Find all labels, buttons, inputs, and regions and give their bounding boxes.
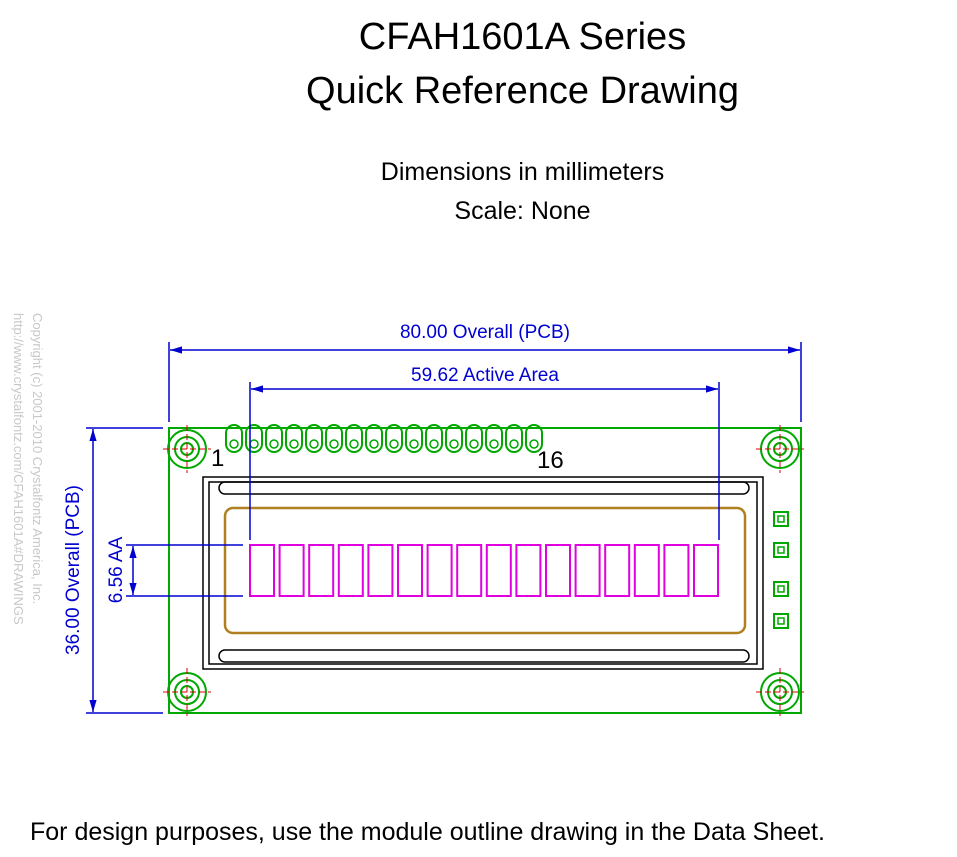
active-area-label: 59.62 Active Area [411,365,559,386]
header-pin [265,424,283,453]
header-pin [465,424,483,453]
mounting-hole-bottom-left [163,668,211,716]
header-pin [485,424,503,453]
character-cell [456,544,483,597]
mounting-hole-top-left [163,425,211,473]
character-cell [308,544,335,597]
pin-1-label: 1 [211,445,224,472]
character-cell [397,544,423,597]
mounting-hole-bottom-right [756,668,804,716]
lcd-bezel [202,476,764,670]
pcb-outline [168,427,802,714]
active-area-dimension [249,382,720,540]
overall-width-label: 80.00 Overall (PCB) [400,322,570,343]
copyright-line-2: http://www.crystalfontz.com/CFAH1601A#DR… [11,313,26,625]
character-cells [249,544,719,597]
header-pin [285,424,303,453]
header-pin [385,424,403,453]
character-cell [249,544,275,597]
character-cell [545,544,571,597]
character-cell [367,544,394,597]
character-cell [663,544,690,597]
units-note: Dimensions in millimeters [380,158,665,186]
header-pin [525,424,543,453]
header-pins [225,424,543,453]
overall-height-dimension [86,427,163,714]
active-height-dimension [126,544,243,597]
character-cell [693,544,719,597]
viewing-area [223,506,747,635]
character-cell [574,544,601,597]
header-pin [345,424,363,453]
header-pin [225,424,243,453]
character-cell [604,544,631,597]
header-pin [365,424,383,453]
drawing-subtitle: Quick Reference Drawing [306,70,739,112]
mounting-hole-top-right [756,425,804,473]
character-cell [633,544,660,597]
header-pin [505,424,523,453]
header-pin [245,424,263,453]
design-note: For design purposes, use the module outl… [30,818,825,846]
character-cell [515,544,542,597]
character-cell [337,544,364,597]
scale-note: Scale: None [454,197,591,225]
active-height-label: 6.56 AA [106,536,127,603]
header-pin [445,424,463,453]
overall-width-dimension [168,342,802,422]
copyright-line-1: Copyright (c) 2001-2010 Crystalfontz Ame… [30,313,45,604]
header-pin [405,424,423,453]
backlight-pads [773,511,789,629]
overall-height-label: 36.00 Overall (PCB) [63,485,84,655]
character-cell [485,544,512,597]
pin-16-label: 16 [537,447,564,474]
character-cell [278,544,305,597]
header-pin [305,424,323,453]
header-pin [425,424,443,453]
header-pin [325,424,343,453]
drawing-title: CFAH1601A Series [358,16,687,58]
character-cell [426,544,453,597]
